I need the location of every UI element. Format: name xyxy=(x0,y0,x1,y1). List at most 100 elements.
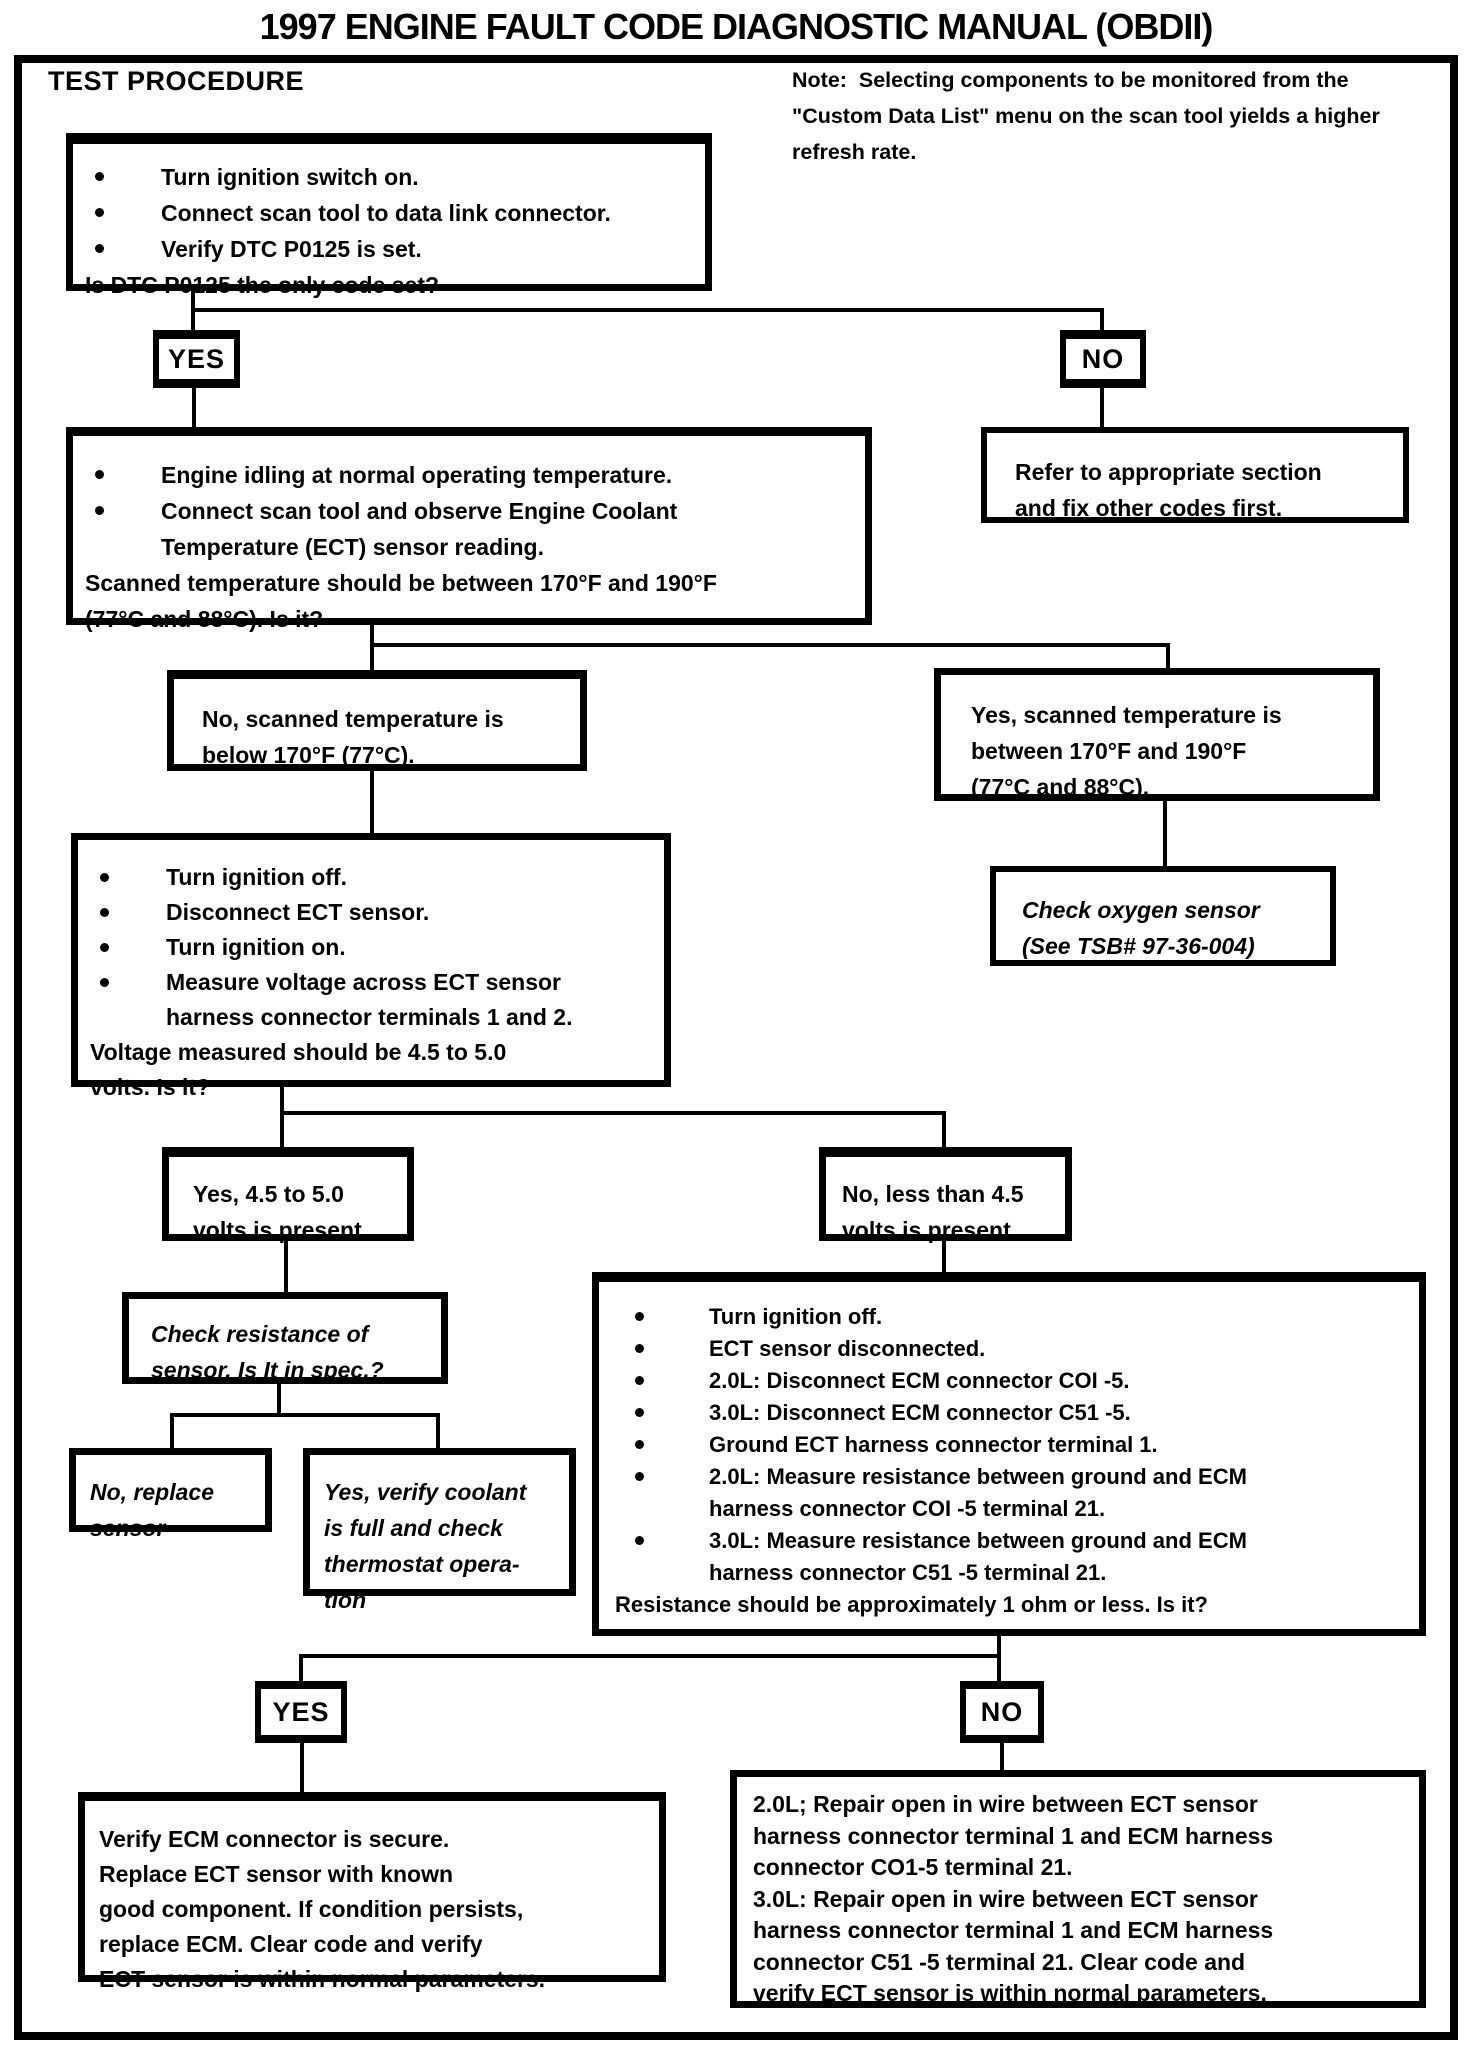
flow-box-repair-wire: 2.0L; Repair open in wire between ECT se… xyxy=(730,1770,1426,2008)
connector-line xyxy=(1100,308,1104,332)
flow-box-volts-present: Yes, 4.5 to 5.0 volts is present xyxy=(162,1147,414,1243)
no-label: NO xyxy=(1081,344,1125,374)
text-line: Yes, 4.5 to 5.0 xyxy=(193,1181,344,1207)
connector-line xyxy=(1100,388,1104,429)
step-line: 3.0L: Measure resistance between ground … xyxy=(599,1525,1419,1557)
connector-line xyxy=(1000,1742,1004,1772)
text-line: sensor xyxy=(90,1515,166,1541)
flow-box-replace-sensor: No, replace sensor xyxy=(69,1448,272,1541)
step-line-continued: harness connector C51 -5 terminal 21. xyxy=(709,1560,1107,1585)
flow-box-refer-other-codes: Refer to appropriate section and fix oth… xyxy=(981,427,1409,523)
text-line: Replace ECT sensor with known xyxy=(99,1861,454,1887)
note-line: "Custom Data List" menu on the scan tool… xyxy=(792,104,1380,128)
flow-box-check-oxygen-sensor: Check oxygen sensor (See TSB# 97-36-004) xyxy=(990,866,1336,966)
step-line: Disconnect ECT sensor. xyxy=(78,895,664,930)
connector-line xyxy=(300,1742,304,1792)
flowchart-frame xyxy=(14,55,1458,2040)
connector-line xyxy=(192,388,196,429)
question-line: Resistance should be approximately 1 ohm… xyxy=(615,1592,1208,1617)
connector-line xyxy=(299,1654,303,1682)
step-line: 2.0L: Disconnect ECM connector COI -5. xyxy=(599,1365,1419,1397)
connector-line xyxy=(997,1654,1001,1682)
step-line: Turn ignition off. xyxy=(78,860,664,895)
connector-line xyxy=(170,1413,440,1417)
connector-line xyxy=(942,1111,946,1148)
yes-branch-label-2: YES xyxy=(255,1681,347,1743)
text-line: replace ECM. Clear code and verify xyxy=(99,1931,483,1957)
flow-box-voltage-test: Turn ignition off. Disconnect ECT sensor… xyxy=(71,833,671,1100)
connector-line xyxy=(942,1239,946,1273)
step-line-continued: Temperature (ECT) sensor reading. xyxy=(161,534,544,560)
flow-box-volts-low: No, less than 4.5 volts is present xyxy=(819,1147,1072,1243)
step-line-continued: harness connector COI -5 terminal 21. xyxy=(709,1496,1106,1521)
text-line: good component. If condition persists, xyxy=(99,1896,524,1922)
connector-line xyxy=(170,1413,174,1449)
yes-branch-label-1: YES xyxy=(153,330,240,388)
text-line: is full and check xyxy=(324,1515,503,1541)
no-label: NO xyxy=(980,1697,1024,1727)
note-line: refresh rate. xyxy=(792,140,917,164)
flow-box-verify-coolant: Yes, verify coolant is full and check th… xyxy=(303,1448,576,1613)
connector-line xyxy=(280,1085,284,1148)
step-line: Connect scan tool and observe Engine Coo… xyxy=(73,493,865,529)
step-line: Turn ignition switch on. xyxy=(73,159,705,195)
text-line: connector CO1-5 terminal 21. xyxy=(753,1854,1073,1880)
question-line: Scanned temperature should be between 17… xyxy=(85,570,717,596)
question-line: Is DTC P0125 the only code set? xyxy=(85,272,440,298)
flow-box-engine-idling: Engine idling at normal operating temper… xyxy=(66,427,872,632)
text-line: and fix other codes first. xyxy=(1015,495,1283,521)
text-line: 3.0L: Repair open in wire between ECT se… xyxy=(753,1885,1258,1912)
text-line: Check resistance of xyxy=(151,1321,369,1347)
connector-line xyxy=(436,1413,440,1449)
connector-line xyxy=(299,1654,1001,1658)
flow-box-check-resistance: Check resistance of sensor. Is It in spe… xyxy=(122,1292,448,1384)
no-branch-label-2: NO xyxy=(960,1681,1044,1743)
step-line: Measure voltage across ECT sensor xyxy=(78,965,664,1000)
question-line: (77°C and 88°C). Is it? xyxy=(85,606,324,632)
flow-box-resistance-test: Turn ignition off. ECT sensor disconnect… xyxy=(592,1272,1426,1636)
connector-line xyxy=(284,1239,288,1293)
text-line: tion xyxy=(324,1587,367,1613)
step-line: Engine idling at normal operating temper… xyxy=(73,457,865,493)
step-line: ECT sensor disconnected. xyxy=(599,1333,1419,1365)
section-heading: TEST PROCEDURE xyxy=(48,66,305,96)
text-line: No, replace xyxy=(90,1479,214,1505)
step-line: Verify DTC P0125 is set. xyxy=(73,231,705,267)
connector-line xyxy=(280,1111,946,1115)
connector-line xyxy=(1166,643,1170,670)
step-line: Turn ignition on. xyxy=(78,930,664,965)
step-line: Turn ignition off. xyxy=(599,1301,1419,1333)
text-line: Refer to appropriate section xyxy=(1015,459,1322,485)
no-branch-label-1: NO xyxy=(1060,330,1146,388)
text-line: verify ECT sensor is within normal param… xyxy=(753,1980,1267,2006)
yes-label: YES xyxy=(167,344,226,374)
step-line: 2.0L: Measure resistance between ground … xyxy=(599,1461,1419,1493)
connector-line xyxy=(370,622,374,672)
text-line: Check oxygen sensor xyxy=(1022,897,1260,923)
flow-box-verify-ecm: Verify ECM connector is secure. Replace … xyxy=(78,1792,666,1992)
connector-line xyxy=(1163,799,1167,867)
yes-label: YES xyxy=(272,1697,330,1727)
text-line: thermostat opera- xyxy=(324,1551,520,1577)
question-line: Voltage measured should be 4.5 to 5.0 xyxy=(90,1039,507,1065)
step-line: Connect scan tool to data link connector… xyxy=(73,195,705,231)
text-line: No, scanned temperature is xyxy=(202,706,504,732)
connector-line xyxy=(191,308,1104,312)
step-line-continued: harness connector terminals 1 and 2. xyxy=(166,1004,573,1030)
text-line: ECT sensor is within normal parameters. xyxy=(99,1966,546,1992)
step-line: Ground ECT harness connector terminal 1. xyxy=(599,1429,1419,1461)
text-line: sensor. Is It in spec.? xyxy=(151,1357,384,1383)
text-line: (See TSB# 97-36-004) xyxy=(1022,933,1255,959)
note-block: Note: Selecting components to be monitor… xyxy=(792,62,1456,170)
connector-line xyxy=(370,643,1170,647)
connector-line xyxy=(997,1634,1001,1658)
question-line: volts. Is it? xyxy=(90,1074,211,1100)
note-line: Note: Selecting components to be monitor… xyxy=(792,68,1349,92)
step-line: 3.0L: Disconnect ECM connector C51 -5. xyxy=(599,1397,1419,1429)
text-line: harness connector terminal 1 and ECM har… xyxy=(753,1822,1274,1849)
text-line: volts is present xyxy=(842,1217,1011,1243)
flow-box-temp-below: No, scanned temperature is below 170°F (… xyxy=(167,670,587,771)
text-line: No, less than 4.5 xyxy=(842,1181,1024,1207)
text-line: (77°C and 88°C). xyxy=(971,774,1150,800)
